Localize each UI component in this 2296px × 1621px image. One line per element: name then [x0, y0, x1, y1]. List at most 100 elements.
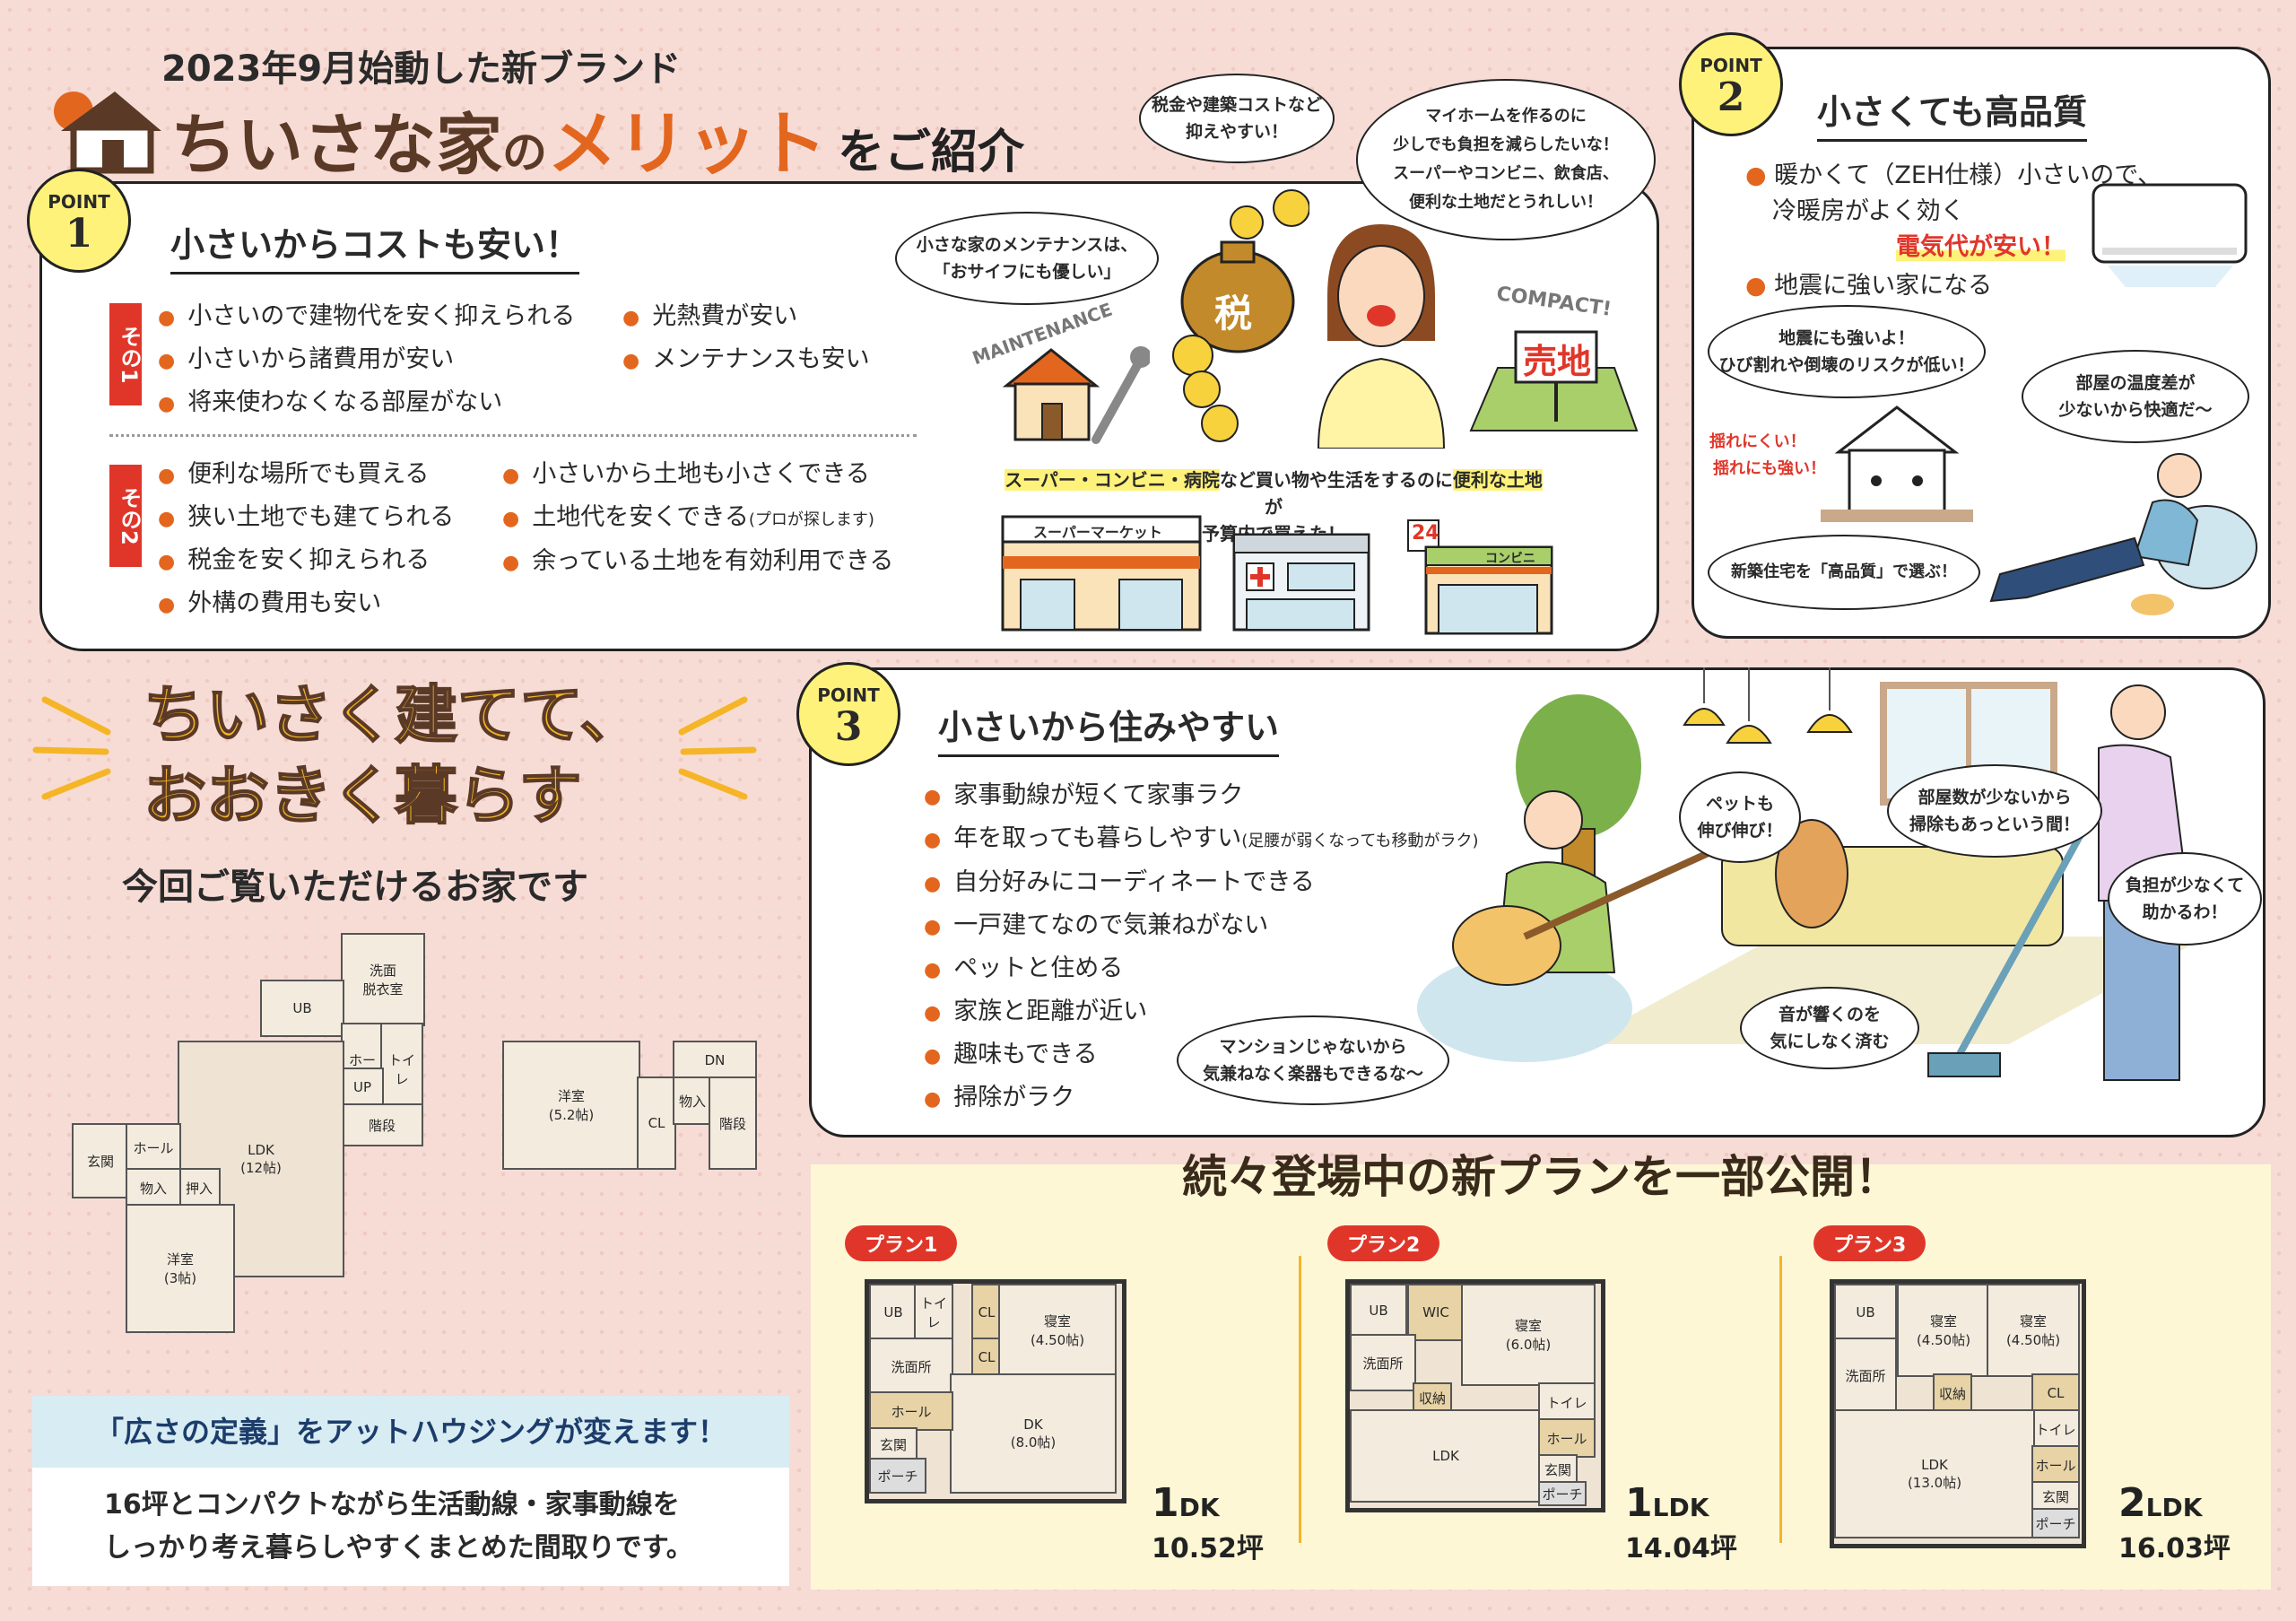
room-ldk: LDK (13.0帖): [1834, 1409, 2035, 1538]
room-wic: WIC: [1407, 1284, 1465, 1341]
list-item: 自分好みにコーディネートできる: [924, 862, 1478, 905]
plan1-label: プラン1: [845, 1225, 958, 1261]
supermarket-sign: スーパーマーケット: [1033, 524, 1162, 541]
bubble-text: 気兼ねなく楽器もできるな〜: [1203, 1064, 1423, 1084]
plan2-type-suffix: LDK: [1652, 1493, 1709, 1522]
point1-badge-label: POINT: [48, 191, 110, 213]
bubble-text: 税金や建築コストなど: [1151, 95, 1322, 115]
list-item: 余っている土地を有効利用できる: [502, 541, 893, 584]
room-monoire: 物入: [126, 1168, 181, 1207]
list-item: 土地代を安くできる(プロが探します): [502, 497, 893, 541]
point3-badge-num: 3: [834, 704, 863, 750]
point2-item1: ● 暖かくて（ZEH仕様）小さいので、 冷暖房がよく効く 電気代が安い！: [1745, 158, 2161, 266]
room-yoshitsu-2: 洋室 (5.2帖): [502, 1041, 640, 1170]
room-hall: ホール: [1538, 1418, 1596, 1458]
slogan-line-1: ちいさく建てて、: [143, 677, 643, 753]
header: 2023年9月始動した新ブランド ちいさな家のメリットをご紹介: [36, 36, 1094, 185]
bubble-myhome: マイホームを作るのに少しでも負担を減らしたいな！スーパーやコンビニ、飲食店、便利…: [1356, 79, 1656, 240]
caption-highlight: 便利な土地: [1452, 469, 1543, 491]
bubble-pet: ペットも伸び伸び！: [1679, 771, 1801, 863]
slogan-sub: 今回ご覧いただけるお家です: [122, 867, 588, 908]
title-part-d: をご紹介: [838, 126, 1025, 179]
room-genkan: 玄関: [869, 1427, 918, 1461]
bubble-text: 気にしなく済む: [1770, 1032, 1890, 1051]
header-kicker: 2023年9月始動した新ブランド: [161, 48, 682, 90]
bubble-text: マイホームを作るのに: [1425, 107, 1587, 126]
room-porch: ポーチ: [869, 1458, 926, 1494]
list-item: 年を取っても暮らしやすい(足腰が弱くなっても移動がラク): [924, 818, 1478, 862]
room-genkan: 玄関: [72, 1123, 129, 1198]
convenience-store-illustration: 24 コンビニ: [1399, 511, 1561, 637]
tax-bag-coins-illustration: 税: [1157, 176, 1310, 445]
bubble-quake: 地震にも強いよ！ひび割れや倒壊のリスクが低い！: [1708, 305, 1986, 398]
list-item-text: 地震に強い家になる: [1774, 272, 1993, 300]
bubble-rooms: 部屋数が少ないから掃除もあっという間！: [1887, 764, 2102, 858]
list-item-note: (足腰が弱くなっても移動がラク): [1241, 832, 1479, 850]
plan2-type-number: 1: [1625, 1480, 1653, 1526]
definition-title: 「広さの定義」をアットハウジングが変えます！: [32, 1396, 789, 1468]
list-item-note: (プロが探します): [748, 510, 874, 529]
room-bed1: 寝室 (4.50帖): [1897, 1284, 1990, 1377]
point2-badge-num: 2: [1717, 74, 1745, 120]
point3-list: 家事動線が短くて家事ラク 年を取っても暮らしやすい(足腰が弱くなっても移動がラク…: [924, 775, 1478, 1120]
room-bedroom: 寝室 (4.50帖): [998, 1284, 1117, 1377]
room-toilet: トイレ: [380, 1023, 423, 1116]
bullet-icon: ●: [1745, 161, 1767, 189]
plan3-type-suffix: LDK: [2145, 1493, 2203, 1522]
land-for-sale-illustration: 売地: [1462, 323, 1641, 440]
divider: [1779, 1256, 1782, 1543]
bubble-text: 負担が少なくて: [2125, 876, 2245, 895]
point2-title: 小さくても高品質: [1817, 84, 2087, 142]
bubble-text: マンションじゃないから: [1219, 1037, 1407, 1057]
slogan-burst-left-icon: [27, 682, 126, 807]
list-item: 光熱費が安い: [622, 296, 870, 339]
title-part-b: の: [502, 126, 547, 179]
list-item: 小さいから土地も小さくできる: [502, 454, 893, 497]
plan2-floor-plan: UB WIC 寝室 (6.0帖) 洗面所 収納 LDK トイレ ホール 玄関 ポ…: [1345, 1279, 1605, 1512]
point1-group1-col1: 小さいので建物代を安く抑えられる 小さいから諸費用が安い 将来使わなくなる部屋が…: [158, 296, 575, 425]
room-hall: ホール: [2031, 1445, 2080, 1485]
bubble-text: 地震にも強いよ！: [1779, 328, 1915, 348]
room-dk: DK (8.0帖): [950, 1373, 1117, 1494]
plan3-area: 16.03坪: [2118, 1533, 2231, 1564]
room-porch: ポーチ: [1538, 1481, 1587, 1506]
plan2-area: 14.04坪: [1625, 1533, 1737, 1564]
bubble-text: 部屋の温度差が: [2075, 373, 2196, 393]
list-item-text: 土地代を安くできる: [532, 503, 749, 531]
list-item: 将来使わなくなる部屋がない: [158, 382, 575, 425]
room-monoire-2: 物入: [673, 1076, 712, 1125]
slogan: ちいさく建てて、 おおきく暮らす: [143, 675, 643, 836]
room-dn: DN: [673, 1041, 757, 1080]
definition-body-line: 16坪とコンパクトながら生活動線・家事動線を: [104, 1489, 680, 1521]
room-oshiire: 押入: [178, 1168, 221, 1207]
caption-highlight: スーパー・コンビニ・病院: [1004, 469, 1220, 491]
room-hall-2: ホール: [126, 1123, 181, 1172]
air-conditioner-illustration: [2090, 179, 2251, 287]
list-item: 趣味もできる: [924, 1034, 1478, 1077]
shake-label-2: 揺れにも強い！: [1713, 459, 1826, 478]
room-genkan: 玄関: [2031, 1481, 2080, 1512]
bubble-sound: 音が響くのを気にしなく済む: [1740, 987, 1919, 1069]
list-item: 小さいので建物代を安く抑えられる: [158, 296, 575, 339]
plan3-size: 2LDK 16.03坪: [2118, 1480, 2231, 1565]
room-wash: 洗面所: [1350, 1334, 1416, 1391]
point1-tag-2: その2: [109, 465, 142, 567]
caption-text: など買い物や生活をするのに: [1219, 469, 1453, 491]
room-washroom: 洗面 脱衣室: [341, 933, 425, 1026]
point1-group1-col2: 光熱費が安い メンテナンスも安い: [622, 296, 870, 382]
bubble-maintenance: 小さな家のメンテナンスは、「おサイフにも優しい」: [895, 212, 1159, 305]
point2-item2: ● 地震に強い家になる: [1745, 266, 1992, 301]
point3-badge: POINT 3: [796, 662, 900, 766]
house-wrench-illustration: [997, 332, 1152, 449]
house-logo-icon: [52, 75, 169, 174]
room-wash: 洗面所: [869, 1338, 953, 1395]
plan2-label: プラン2: [1327, 1225, 1440, 1261]
header-title: ちいさな家のメリットをご紹介: [170, 88, 1024, 188]
room-cl: CL: [637, 1076, 676, 1170]
caption-text: が: [1265, 496, 1283, 518]
list-item-text: 年を取っても暮らしやすい: [953, 824, 1242, 852]
bubble-text: 部屋数が少ないから: [1918, 788, 2072, 807]
point1-group2-col2: 小さいから土地も小さくできる 土地代を安くできる(プロが探します) 余っている土…: [502, 454, 893, 584]
hospital-illustration: [1225, 526, 1378, 633]
room-bed2: 寝室 (4.50帖): [1987, 1284, 2080, 1377]
